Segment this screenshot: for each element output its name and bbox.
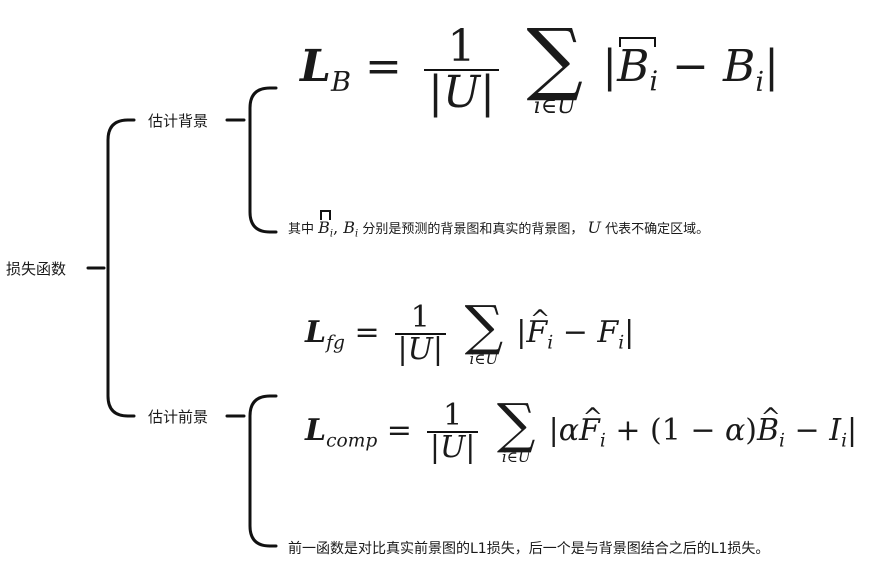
formula-composition-loss: Lcomp = 1|U| ∑i∈U |αFi + (1 − α)Bi − Ii| — [305, 396, 857, 466]
note-background-u-suffix: 代表不确定区域。 — [605, 222, 710, 237]
formula-foreground-loss: Lfg = 1|U| ∑i∈U |Fi − Fi| — [305, 298, 634, 368]
branch-label-background: 估计背景 — [148, 112, 209, 130]
formula-background-loss: LB = 1|U| ∑i∈U |Bi − Bi| — [300, 11, 779, 120]
note-background: 其中 Bi, Bi 分别是预测的背景图和真实的背景图， U 代表不确定区域。 — [288, 218, 710, 240]
note-background-prefix: 其中 — [288, 222, 315, 237]
main-bracket — [106, 118, 130, 418]
branch-label-foreground: 估计前景 — [148, 408, 209, 426]
branch-1-bracket — [248, 86, 272, 234]
note-foreground: 前一函数是对比真实前景图的L1损失，后一个是与背景图结合之后的L1损失。 — [288, 541, 770, 557]
root-label: 损失函数 — [6, 260, 67, 278]
branch-2-bracket — [248, 394, 272, 548]
note-background-suffix: 分别是预测的背景图和真实的背景图， — [362, 222, 584, 237]
